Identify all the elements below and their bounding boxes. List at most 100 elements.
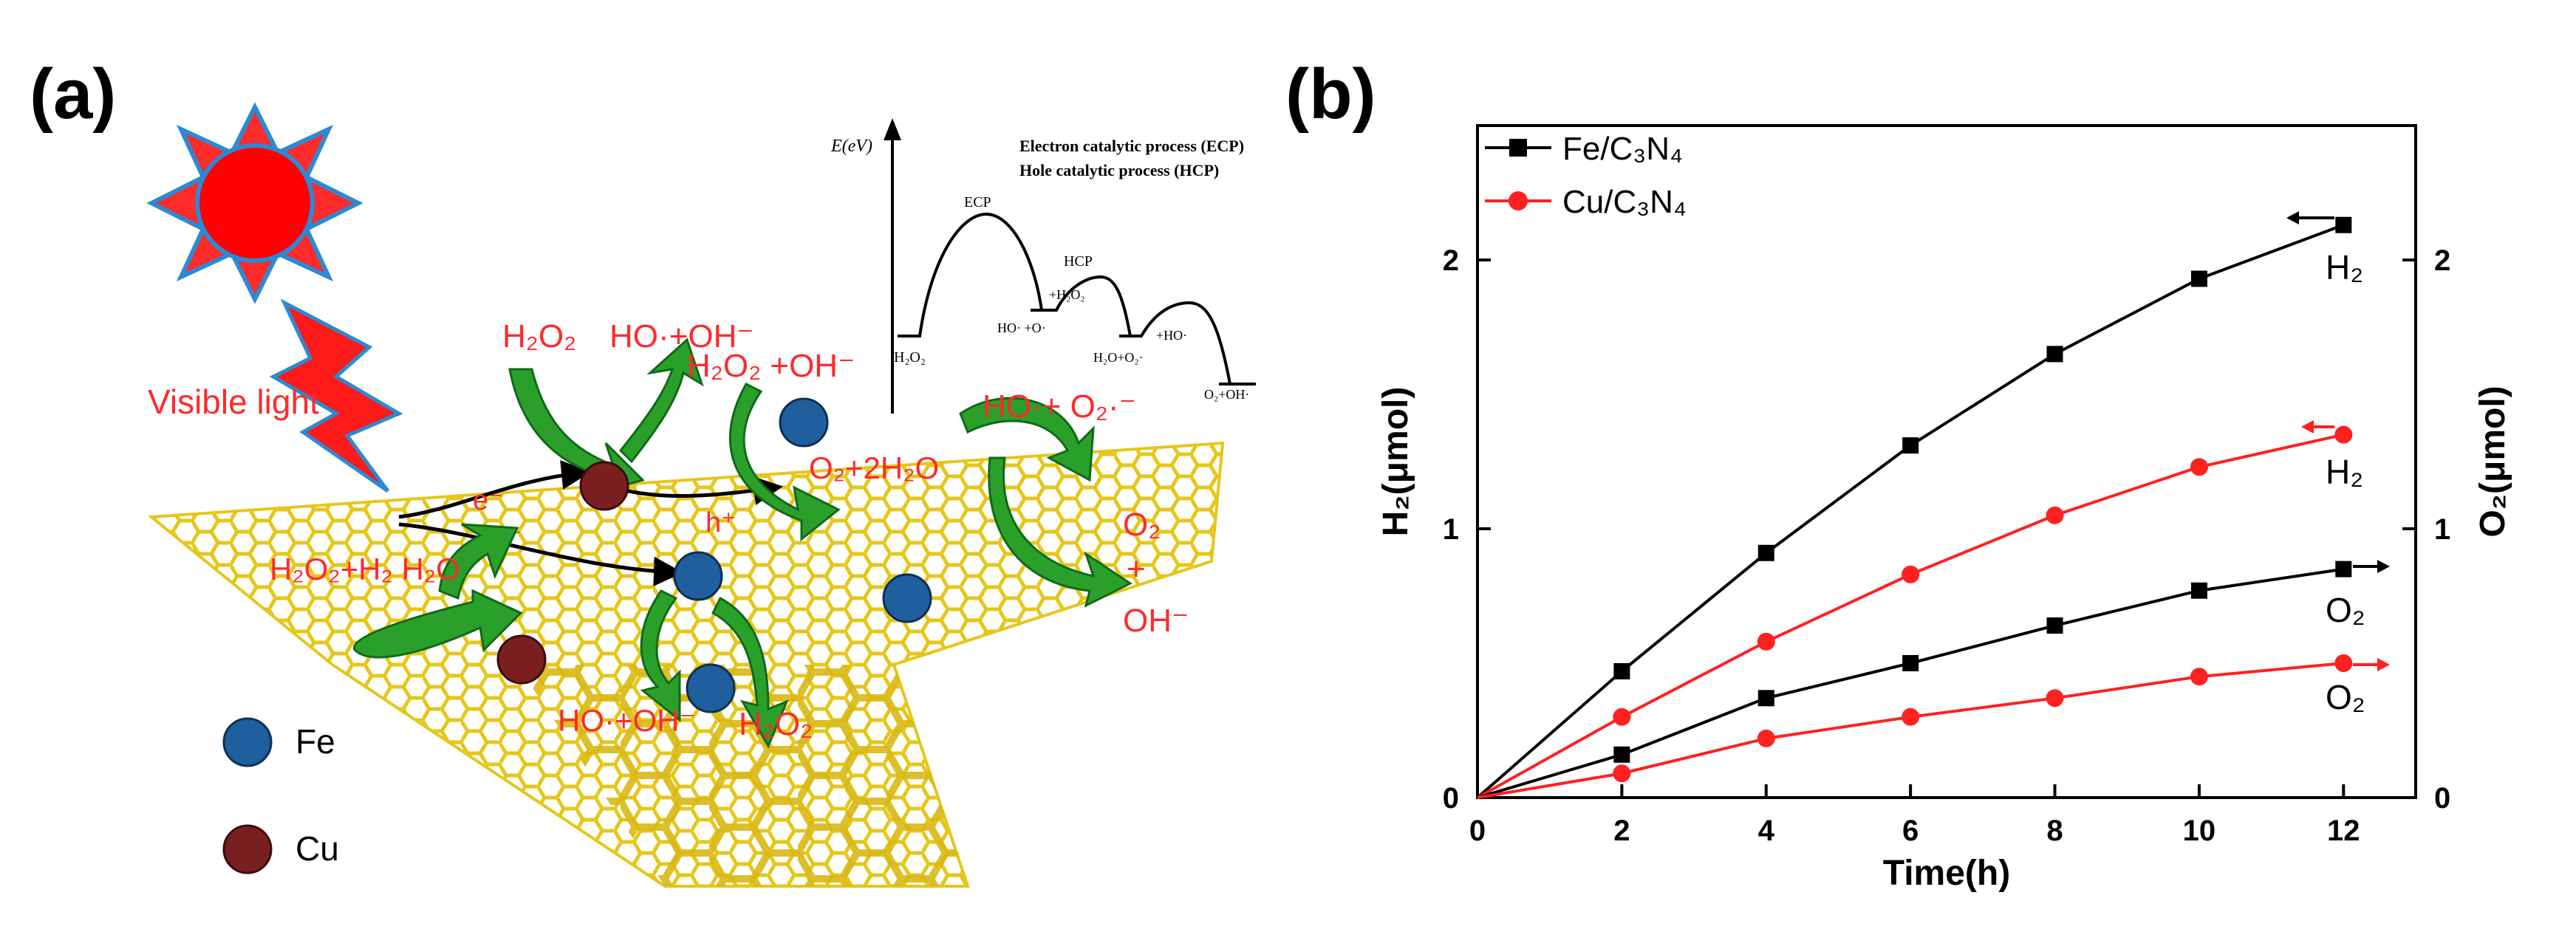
energy-label-h2o2: H₂O₂: [894, 349, 926, 366]
y-right-tick-label: 0: [2434, 782, 2450, 815]
energy-label-ecp: ECP: [964, 194, 991, 210]
energy-profile-curve: [898, 212, 1256, 386]
series-1-point: [2334, 425, 2353, 444]
ecp-legend: Electron catalytic process (ECP): [1019, 137, 1244, 155]
electron-path-2: [398, 522, 683, 586]
o2-right-label: O₂: [1123, 507, 1161, 543]
series-3-point: [2190, 668, 2208, 686]
x-tick-label: 0: [1469, 815, 1486, 847]
energy-axis-label: E(eV): [830, 137, 872, 156]
x-axis-ticks: 0 2 4 6 8 10 12: [1469, 784, 2360, 847]
x-tick-label: 2: [1613, 815, 1630, 847]
series-0-point: [1757, 544, 1774, 561]
energy-label-ho-o: HO· +O·: [997, 321, 1046, 335]
panel-a-label: (a): [30, 55, 116, 134]
energy-label-hcp: HCP: [1064, 253, 1093, 270]
y-left-tick-label: 1: [1443, 513, 1459, 546]
fe-atoms: [673, 397, 932, 713]
series-0-point: [1613, 662, 1630, 679]
h2o2-top-label: H₂O₂: [502, 318, 576, 354]
lightning-bolt-icon: [269, 298, 403, 493]
graphene-lattice-front: [517, 665, 968, 886]
oh-right-label: OH⁻: [1123, 603, 1189, 639]
legend-cu-swatch: [222, 824, 273, 874]
annotation-o2-fe: O₂: [2326, 591, 2365, 629]
annotation-h2-fe: H₂: [2326, 248, 2363, 287]
hcp-legend: Hole catalytic process (HCP): [1019, 161, 1219, 179]
series-1-point: [2046, 506, 2064, 524]
series-3-point: [1902, 707, 1920, 726]
y-right-tick-label: 1: [2434, 513, 2450, 546]
x-tick-label: 12: [2327, 815, 2360, 847]
annotation-o2-cu: O₂: [2326, 678, 2365, 716]
x-tick-label: 10: [2183, 815, 2216, 847]
series-0-point: [1902, 437, 1919, 454]
series-2-point: [1902, 655, 1919, 671]
energy-label-h2o-o2: H₂O+O₂·: [1093, 350, 1144, 365]
series-1-point: [1757, 632, 1775, 651]
series-2-point: [2190, 582, 2207, 599]
y-left-tick-label: 2: [1443, 244, 1459, 277]
series-2-point: [2335, 561, 2352, 578]
series-3-point: [1613, 764, 1631, 783]
panel-b-label: (b): [1285, 55, 1376, 134]
h2o2-oh-label: H₂O₂ +OH⁻: [687, 348, 855, 384]
series-1-point: [1902, 565, 1920, 583]
energy-diagram: E(eV) Electron catalytic process (ECP) H…: [830, 118, 1256, 414]
x-tick-label: 4: [1758, 815, 1775, 847]
series-1-point: [2190, 458, 2208, 476]
x-tick-label: 6: [1902, 815, 1919, 847]
electron-path-1: [398, 460, 591, 519]
ho-o2-label: HO·+ O₂·⁻: [983, 388, 1136, 425]
cu-atoms: [496, 461, 629, 685]
o2-2h2o-label: O₂+2H₂O: [809, 450, 939, 485]
series-2-point: [1613, 746, 1630, 763]
y-axis-left-label: H₂(μmol): [1376, 387, 1415, 537]
x-axis-label: Time(h): [1883, 854, 2010, 893]
legend-cu-c3n4: Cu/C₃N₄: [1562, 184, 1687, 220]
ho-oh-bottom-label: HO·+OH⁻: [558, 703, 696, 738]
energy-label-o2-oh: O₂+OH·: [1204, 387, 1249, 402]
plot-frame: [1476, 124, 2417, 799]
series-1-point: [1613, 707, 1631, 726]
hole-label: h⁺: [706, 507, 736, 538]
series-0-point: [2335, 216, 2352, 233]
series-3-point: [2046, 689, 2064, 707]
sun-icon: [146, 102, 363, 304]
y-right-tick-label: 2: [2434, 244, 2450, 277]
y-axis-right-label: O₂(μmol): [2473, 386, 2512, 537]
series-line-1: [1477, 433, 2344, 799]
green-reaction-arrows: [353, 337, 1132, 749]
ho-oh-top-label: HO·+OH⁻: [609, 318, 754, 354]
legend-fe-marker: [1509, 139, 1527, 157]
h2o2-h2-h2o-label: H₂O₂+H₂ H₂O: [270, 552, 460, 586]
legend-fe-label: Fe: [295, 722, 335, 761]
panel-a-illustration: (a) Visible light e⁻ e⁻ h⁺: [30, 55, 1256, 888]
legend-cu-label: Cu: [295, 829, 339, 868]
legend-fe-swatch: [222, 717, 273, 767]
series-0-point: [2190, 270, 2207, 287]
legend-cu-marker: [1509, 191, 1528, 210]
y-axis-left-ticks: 0 1 2: [1443, 244, 1491, 815]
visible-light-label: Visible light: [148, 383, 319, 421]
x-tick-label: 8: [2046, 815, 2063, 847]
annotation-h2-cu: H₂: [2326, 453, 2363, 491]
legend-fe-c3n4: Fe/C₃N₄: [1562, 131, 1683, 167]
h2o2-bottom-label: H₂O₂: [739, 706, 813, 742]
axis-direction-arrows: [2286, 211, 2390, 671]
y-left-tick-label: 0: [1443, 782, 1459, 815]
y-axis-right-ticks: 0 1 2: [2402, 244, 2450, 815]
series-0-point: [2046, 346, 2063, 363]
series-group: [1476, 216, 2353, 799]
series-3-point: [1757, 729, 1775, 747]
series-2-point: [1757, 690, 1774, 707]
plus-right-label: +: [1127, 551, 1146, 587]
series-2-point: [2046, 617, 2063, 634]
energy-label-plus-h2o2: +H₂O₂: [1049, 287, 1085, 302]
chart-legend: Fe/C₃N₄ Cu/C₃N₄: [1485, 131, 1687, 220]
electron-label-1: e⁻: [473, 485, 503, 516]
energy-axis-arrow-icon: [884, 118, 901, 140]
series-3-point: [2334, 654, 2353, 672]
